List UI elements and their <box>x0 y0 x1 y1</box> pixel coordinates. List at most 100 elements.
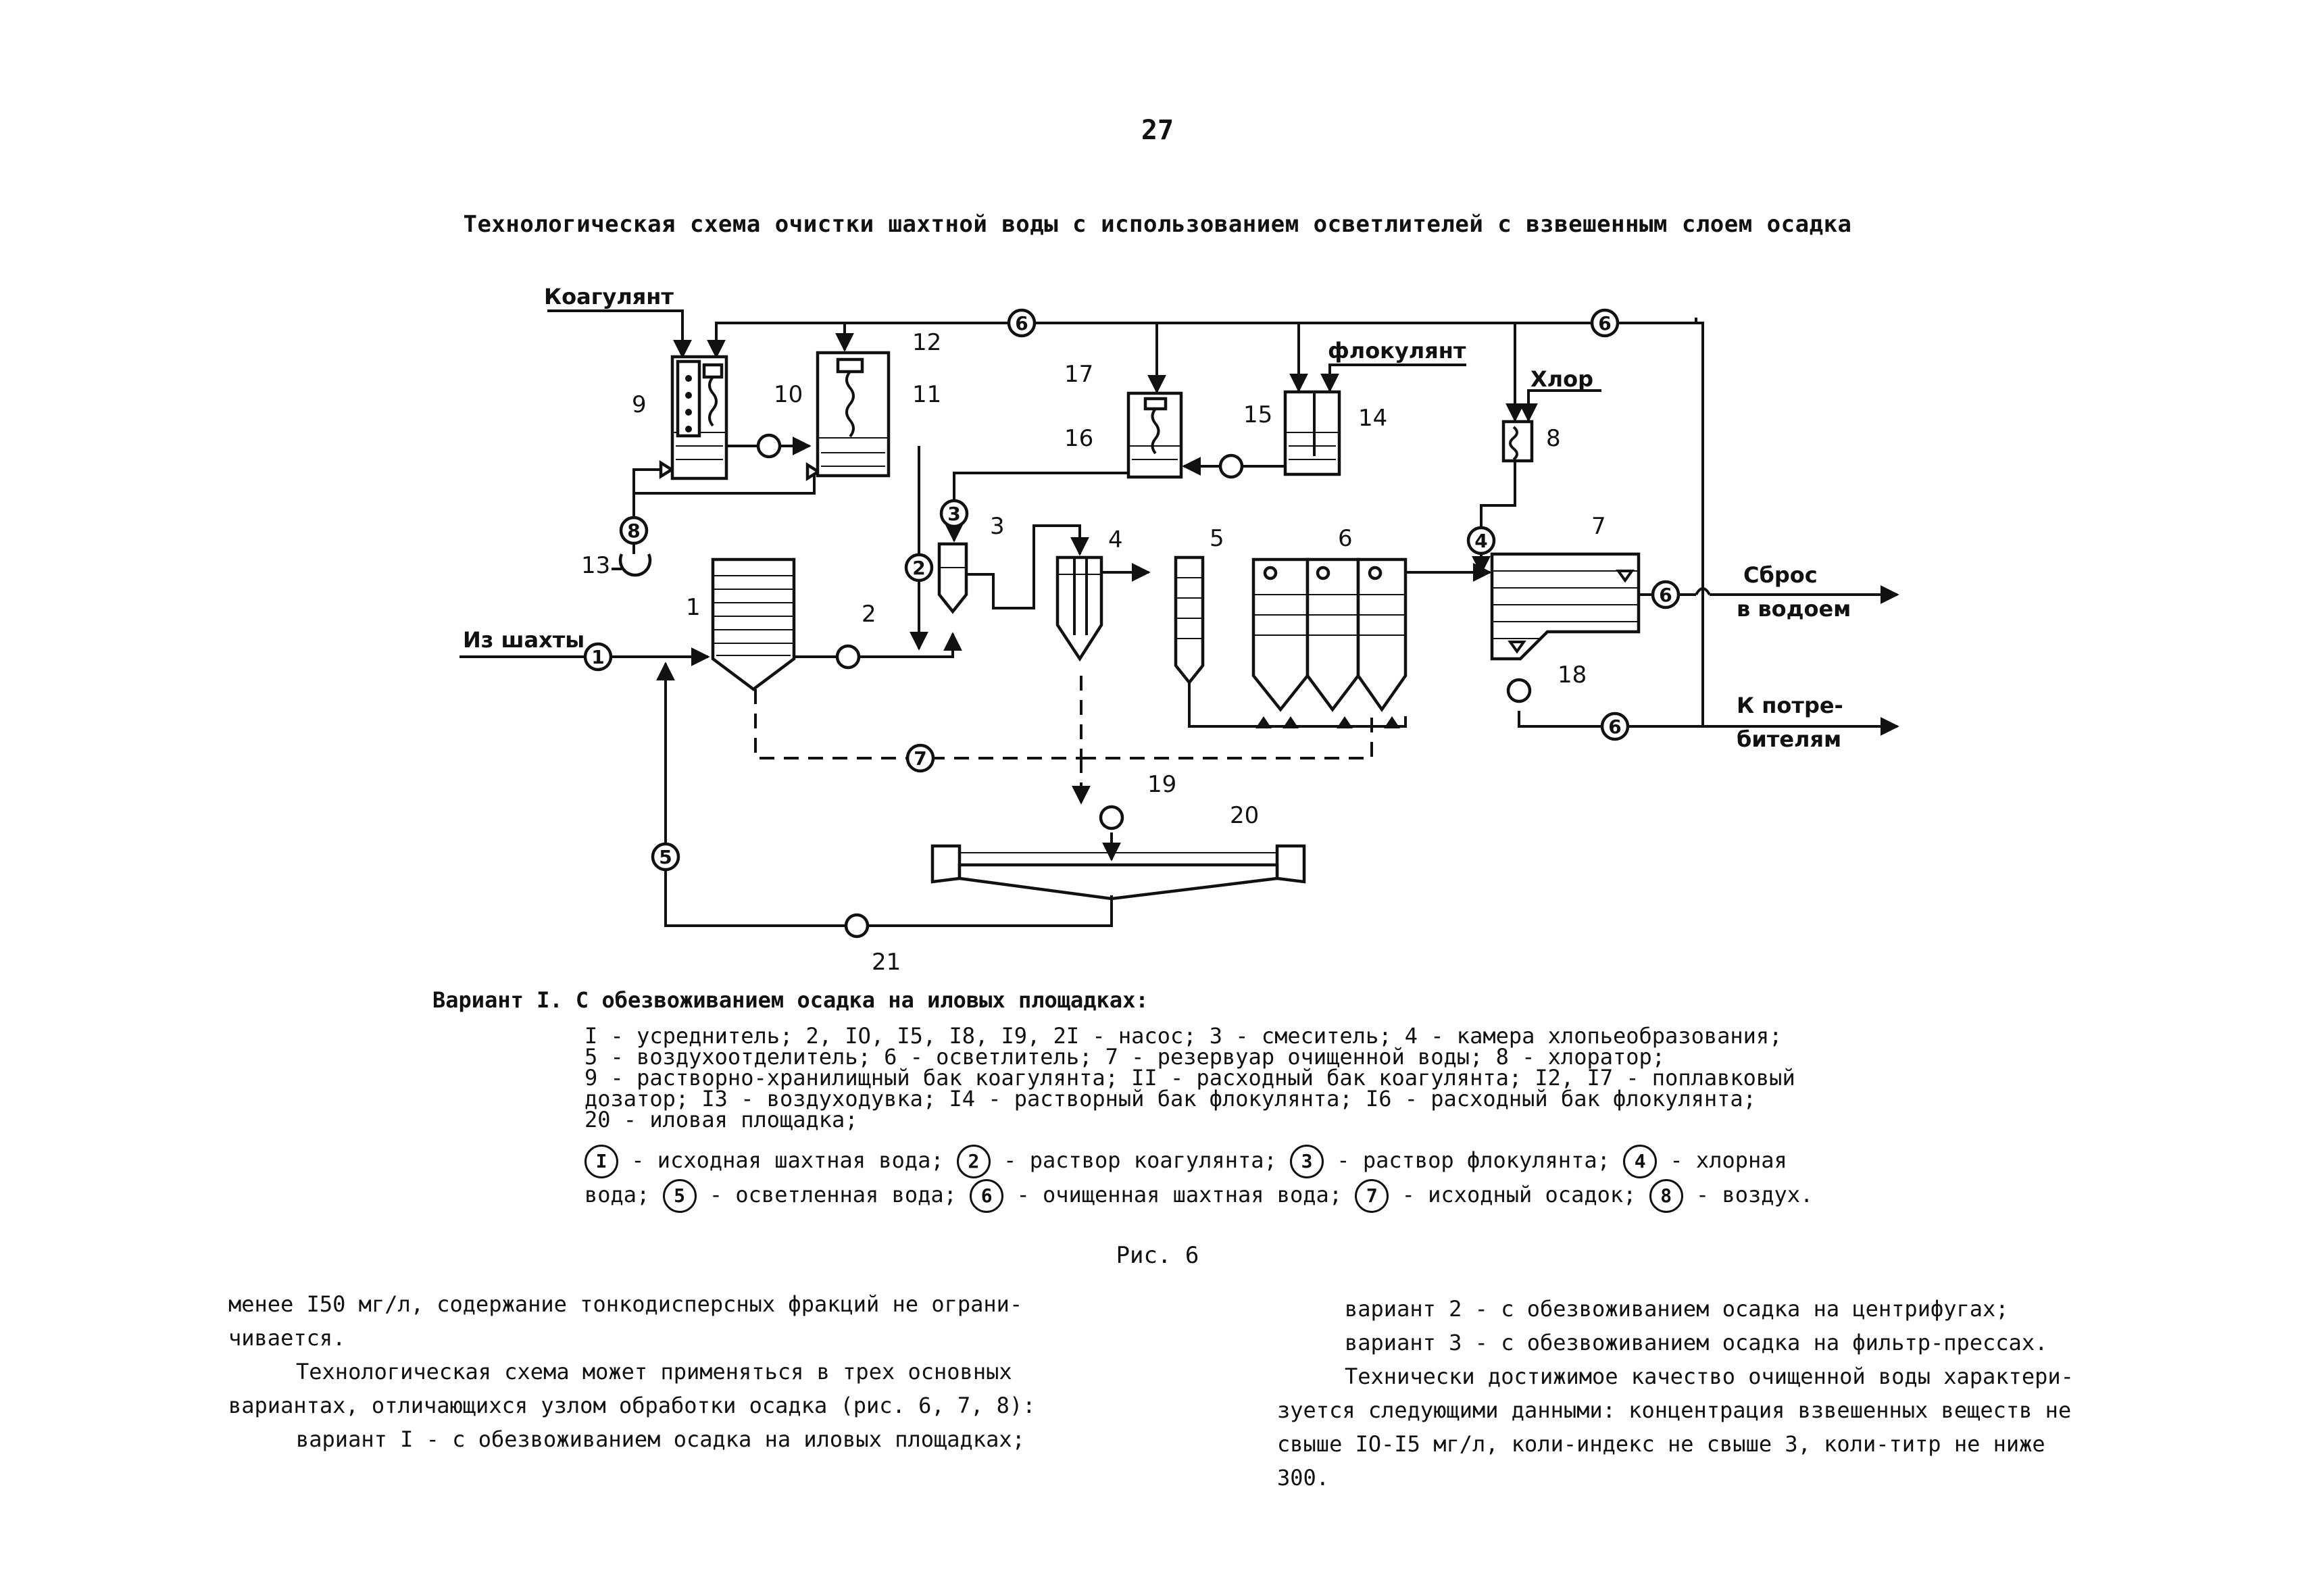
unit-label-14: 14 <box>1358 405 1387 432</box>
unit-label-20: 20 <box>1230 802 1259 829</box>
stream-marker-3: 3 <box>939 499 969 528</box>
svg-text:8: 8 <box>627 520 640 542</box>
stream-desc: - исходный осадок; <box>1389 1182 1649 1207</box>
unit-label-17: 17 <box>1064 361 1093 388</box>
flocculant-feed-line <box>1320 364 1466 393</box>
body-text-left-column: менее I50 мг/л, содержание тонкодисперсн… <box>228 1287 1087 1456</box>
stream-symbol: 3 <box>1290 1145 1324 1178</box>
unit-label-6: 6 <box>1338 525 1353 552</box>
stream-symbol: 5 <box>662 1179 697 1213</box>
body-line: вариантах, отличающихся узлом обработки … <box>228 1393 1036 1418</box>
body-line: чивается. <box>228 1325 346 1351</box>
pump-18 <box>1506 678 1532 703</box>
stream-marker-6-top-right: 6 <box>1590 308 1620 338</box>
chlorine-label: Хлор <box>1530 366 1593 392</box>
unit-3-mixer <box>937 542 968 614</box>
unit-label-3: 3 <box>990 513 1005 540</box>
legend-items-line: 5 - воздухоотделитель; 6 - осветлитель; … <box>584 1044 1666 1070</box>
figure-title: Технологическая схема очистки шахтной во… <box>463 211 1852 238</box>
figure-legend: Вариант I. С обезвоживанием осадка на ил… <box>432 985 1813 1213</box>
pump-2 <box>835 644 861 670</box>
air-nozzle-9 <box>659 459 675 480</box>
unit-label-16: 16 <box>1064 425 1093 452</box>
unit-label-8: 8 <box>1546 425 1561 452</box>
unit-label-4: 4 <box>1108 526 1123 553</box>
unit-label-21: 21 <box>872 949 901 973</box>
stream-symbol: 6 <box>970 1179 1004 1213</box>
pump-19 <box>1099 805 1124 830</box>
stream-marker-7: 7 <box>905 743 935 773</box>
unit-label-18: 18 <box>1558 662 1587 689</box>
body-line: вариант I - с обезвоживанием осадка на и… <box>296 1426 1025 1452</box>
stream-desc: - исходная шахтная вода; <box>618 1147 957 1173</box>
stream-desc: - осветленная вода; <box>696 1182 970 1207</box>
unit-13-blower <box>612 553 652 577</box>
consumers-label-2: бителям <box>1737 726 1841 752</box>
pump-21 <box>844 913 870 939</box>
coagulant-label: Коагулянт <box>544 284 674 309</box>
unit-label-10: 10 <box>774 381 803 408</box>
unit-20-sludge-bed <box>930 844 1306 905</box>
stream-desc: - хлорная <box>1657 1147 1787 1173</box>
svg-text:6: 6 <box>1659 584 1672 606</box>
legend-variant-title: Вариант I. С обезвоживанием осадка на ил… <box>432 987 1149 1013</box>
discharge-label: Сброс <box>1743 562 1818 588</box>
air-line-to-11 <box>634 470 816 495</box>
legend-items-line: 20 - иловая площадка; <box>584 1107 858 1132</box>
body-line: вариант 2 - с обезвоживанием осадка на ц… <box>1345 1296 2009 1322</box>
unit-5-air-separator <box>1174 555 1205 685</box>
legend-items-line: 9 - растворно-хранилищный бак коагулянта… <box>584 1065 1795 1091</box>
consumers-line <box>1518 711 1899 736</box>
coagulant-feed-line <box>547 309 692 359</box>
unit-6-clarifier <box>1251 557 1408 728</box>
legend-items: I - усреднитель; 2, IO, I5, I8, I9, 2I -… <box>432 1023 1813 1132</box>
unit-11-coagulant-consumable-tank <box>816 351 891 478</box>
pump-10 <box>756 433 782 459</box>
pump-15 <box>1218 453 1244 479</box>
flocculant-label: флокулянт <box>1328 338 1466 364</box>
from-mine-label: Из шахты <box>463 627 584 653</box>
unit-label-11: 11 <box>912 381 941 408</box>
stream-symbol: 2 <box>956 1145 991 1178</box>
discharge-hop <box>1695 587 1711 596</box>
unit-label-15: 15 <box>1243 401 1272 428</box>
legend-items-line: дозатор; I3 - воздуходувка; I4 - раствор… <box>584 1086 1756 1112</box>
svg-text:1: 1 <box>591 646 604 668</box>
svg-text:7: 7 <box>914 747 926 770</box>
chlorine-feed-line <box>1519 389 1601 422</box>
line-1-to-3 <box>794 632 962 658</box>
air-nozzle-11 <box>805 462 822 482</box>
body-line: зуется следующими данными: концентрация … <box>1277 1397 2072 1423</box>
body-text-right-column: вариант 2 - с обезвоживанием осадка на ц… <box>1277 1292 2149 1495</box>
body-line: Технически достижимое качество очищенной… <box>1345 1364 2074 1389</box>
unit-9-coagulant-storage-tank <box>670 355 728 480</box>
stream-desc: - раствор флокулянта; <box>1324 1147 1624 1173</box>
discharge-label-2: в водоем <box>1737 596 1851 622</box>
stream-3-line <box>945 472 1128 543</box>
body-line: свыше IO-I5 мг/л, коли-индекс не свыше 3… <box>1277 1431 2045 1457</box>
unit-label-5: 5 <box>1210 525 1224 552</box>
stream-symbol: 7 <box>1355 1179 1389 1213</box>
unit-label-7: 7 <box>1591 513 1606 540</box>
legend-streams-line-1: I - исходная шахтная вода; 2 - раствор к… <box>584 1144 1813 1178</box>
stream-marker-1: 1 <box>583 642 613 672</box>
unit-label-19: 19 <box>1147 771 1176 798</box>
stream-marker-4: 4 <box>1466 526 1496 555</box>
stream-desc: - раствор коагулянта; <box>990 1147 1291 1173</box>
unit-label-9: 9 <box>632 391 647 418</box>
stream-desc-prefix: вода; <box>584 1182 663 1207</box>
unit-8-chlorinator <box>1501 420 1534 463</box>
unit-4-flocculation-chamber <box>1055 555 1103 662</box>
process-flow-diagram: 1 2 3 4 5 6 7 8 9 10 11 12 13 14 15 16 1… <box>459 284 2315 973</box>
stream-marker-6-discharge: 6 <box>1651 580 1681 609</box>
stream-desc: - очищенная шахтная вода; <box>1003 1182 1355 1207</box>
unit-7-clean-water-reservoir <box>1490 552 1641 661</box>
legend-items-line: I - усреднитель; 2, IO, I5, I8, I9, 2I -… <box>584 1023 1783 1049</box>
stream-marker-6-consumers: 6 <box>1600 712 1630 741</box>
stream-5-return-line <box>666 664 1113 927</box>
stream-desc: - воздух. <box>1683 1182 1814 1207</box>
figure-caption: Рис. 6 <box>1116 1242 1199 1269</box>
svg-text:6: 6 <box>1608 716 1621 738</box>
stream-7-from-6 <box>1081 716 1373 759</box>
legend-streams: I - исходная шахтная вода; 2 - раствор к… <box>432 1144 1813 1213</box>
